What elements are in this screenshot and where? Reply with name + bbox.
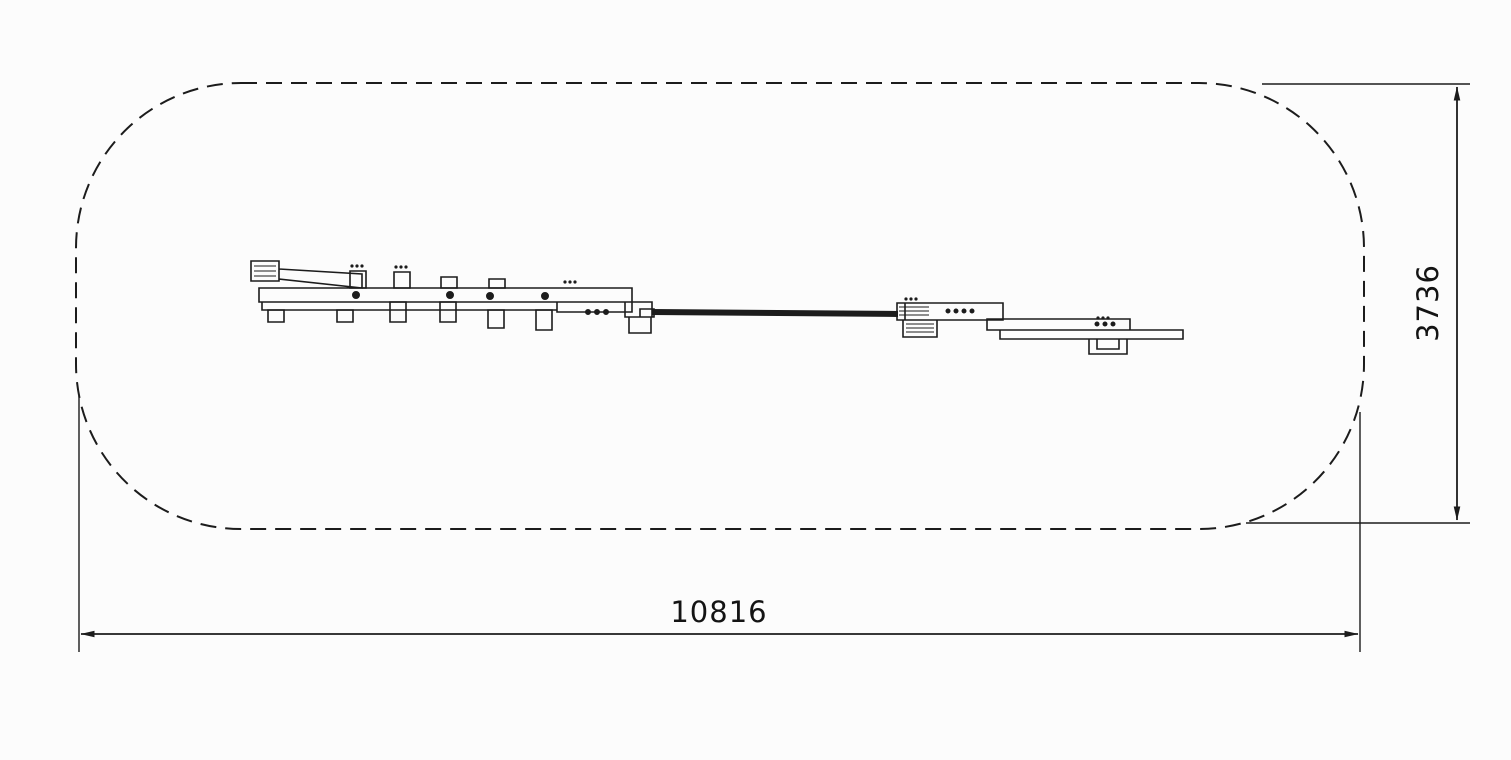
fastener-dots (350, 264, 1116, 327)
right-assembly-beams (896, 302, 1184, 355)
left-block-hatch (254, 265, 276, 277)
left-assembly-posts (267, 270, 553, 331)
safety-zone-outline (75, 82, 1365, 530)
height-dimension-label: 3736 (1411, 264, 1445, 342)
height-dimension: 3736 (1246, 83, 1470, 524)
balance-beam (652, 309, 898, 317)
width-dimension-label: 10816 (670, 595, 767, 629)
right-assembly-hatch (899, 306, 934, 333)
equipment-top-view (250, 260, 1184, 355)
width-dimension: 10816 (78, 396, 1361, 652)
